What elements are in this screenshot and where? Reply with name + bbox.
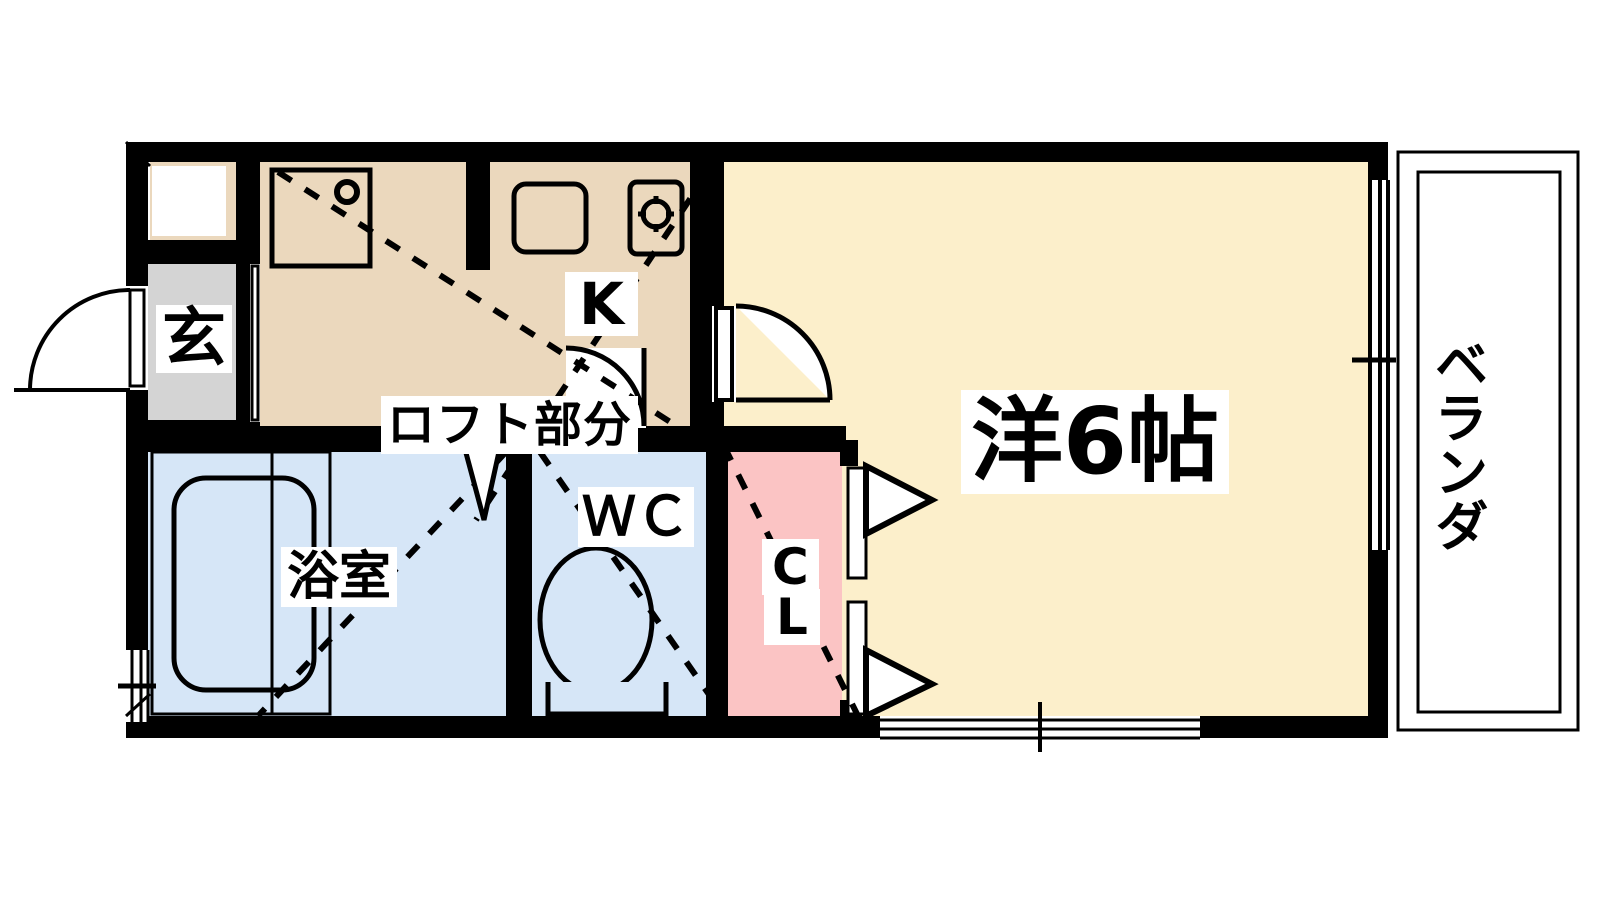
- wall-bath-wc: [506, 450, 532, 718]
- main-room-door[interactable]: [712, 303, 833, 403]
- label-bathroom: 浴室: [281, 547, 398, 607]
- entrance-frame: [250, 264, 260, 422]
- label-veranda: ベランダ: [1425, 330, 1488, 558]
- meter-box: [152, 166, 226, 236]
- wall-mb-bottom: [126, 240, 256, 264]
- label-kitchen: K: [565, 272, 638, 336]
- wall-closet-right-top: [840, 440, 858, 466]
- kitchen-counter: [490, 162, 690, 266]
- entrance-door[interactable]: [14, 286, 148, 392]
- label-main-room: 洋6帖: [961, 390, 1230, 494]
- bathroom-window: [118, 650, 156, 722]
- toilet-bowl: [537, 545, 669, 717]
- label-toilet: ＷＣ: [578, 487, 694, 547]
- label-closet-l: L: [764, 589, 820, 645]
- wall-closet-top: [710, 426, 846, 452]
- washing-machine-pan: [269, 167, 373, 269]
- balcony-sliding-door[interactable]: [1352, 180, 1396, 550]
- wall-mainroom-left-line: [720, 160, 724, 428]
- label-loft: ロフト部分: [381, 396, 639, 454]
- corner-ticks: [124, 140, 260, 718]
- wall-top: [126, 142, 1388, 162]
- wall-right-lower: [1368, 548, 1388, 738]
- wall-right-upper: [1368, 142, 1388, 182]
- kitchen-sink: [511, 181, 589, 255]
- wall-wc-closet: [706, 450, 728, 718]
- label-closet-c: C: [762, 539, 819, 595]
- main-room-window: [880, 702, 1200, 752]
- wall-counter-left: [466, 162, 490, 270]
- label-entrance: 玄: [156, 305, 232, 373]
